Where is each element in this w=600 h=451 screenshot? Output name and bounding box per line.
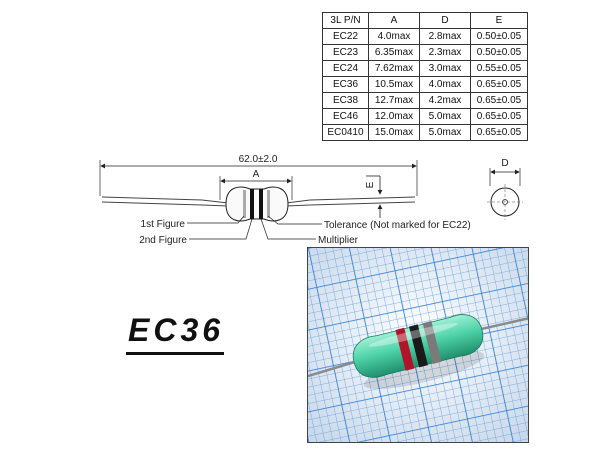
photo-band-3 (422, 321, 442, 364)
part-number-label: EC36 (128, 312, 225, 348)
photo-band-2 (409, 324, 428, 368)
inductor-photo-body (352, 314, 484, 378)
product-photo (307, 247, 529, 443)
dimension-drawing: 62.0±2.0 A E D (99, 154, 523, 246)
body-length-label: A (253, 169, 260, 180)
callout-first-figure: 1st Figure (141, 215, 245, 230)
part-number-underline (126, 352, 224, 355)
inductor-body (225, 186, 289, 222)
second-figure-label: 2nd Figure (139, 235, 187, 246)
photo-band-1 (395, 327, 415, 371)
table-cell: 15.0max (368, 124, 420, 141)
table-row: EC23 6.35max 2.3max 0.50±0.05 (322, 44, 528, 61)
overall-length-label: 62.0±2.0 (239, 154, 278, 165)
lead-wire (101, 196, 416, 207)
color-band-2 (250, 189, 254, 219)
spec-table: 3L P/N A D E EC22 4.0max 2.8max 0.50±0.0… (322, 12, 528, 141)
overall-length-dimension: 62.0±2.0 (99, 154, 418, 196)
color-band-3 (259, 189, 263, 219)
product-photo-illustration (308, 248, 528, 442)
callout-second-figure: 2nd Figure (139, 218, 253, 246)
table-cell: 0.65±0.05 (470, 124, 528, 141)
table-cell: EC0410 (322, 124, 369, 141)
tolerance-label: Tolerance (Not marked for EC22) (324, 220, 471, 231)
end-view: D (487, 158, 523, 220)
table-row: EC0410 15.0max 5.0max 0.65±0.05 (322, 124, 528, 141)
color-band-4 (267, 190, 270, 218)
lead-diameter-label: E (365, 181, 376, 188)
table-row: EC38 12.7max 4.2max 0.65±0.05 (322, 92, 528, 109)
multiplier-label: Multiplier (318, 235, 359, 246)
callout-tolerance: Tolerance (Not marked for EC22) (267, 215, 471, 231)
lead-diameter-dimension: E (365, 175, 383, 218)
table-row: EC36 10.5max 4.0max 0.65±0.05 (322, 76, 528, 93)
table-header-row: 3L P/N A D E (322, 12, 528, 29)
body-length-dimension: A (219, 169, 293, 200)
body-diameter-label: D (501, 158, 508, 169)
table-cell: 0.65±0.05 (470, 92, 528, 109)
color-band-1 (243, 190, 246, 218)
callout-multiplier: Multiplier (260, 218, 359, 246)
first-figure-label: 1st Figure (141, 219, 186, 230)
